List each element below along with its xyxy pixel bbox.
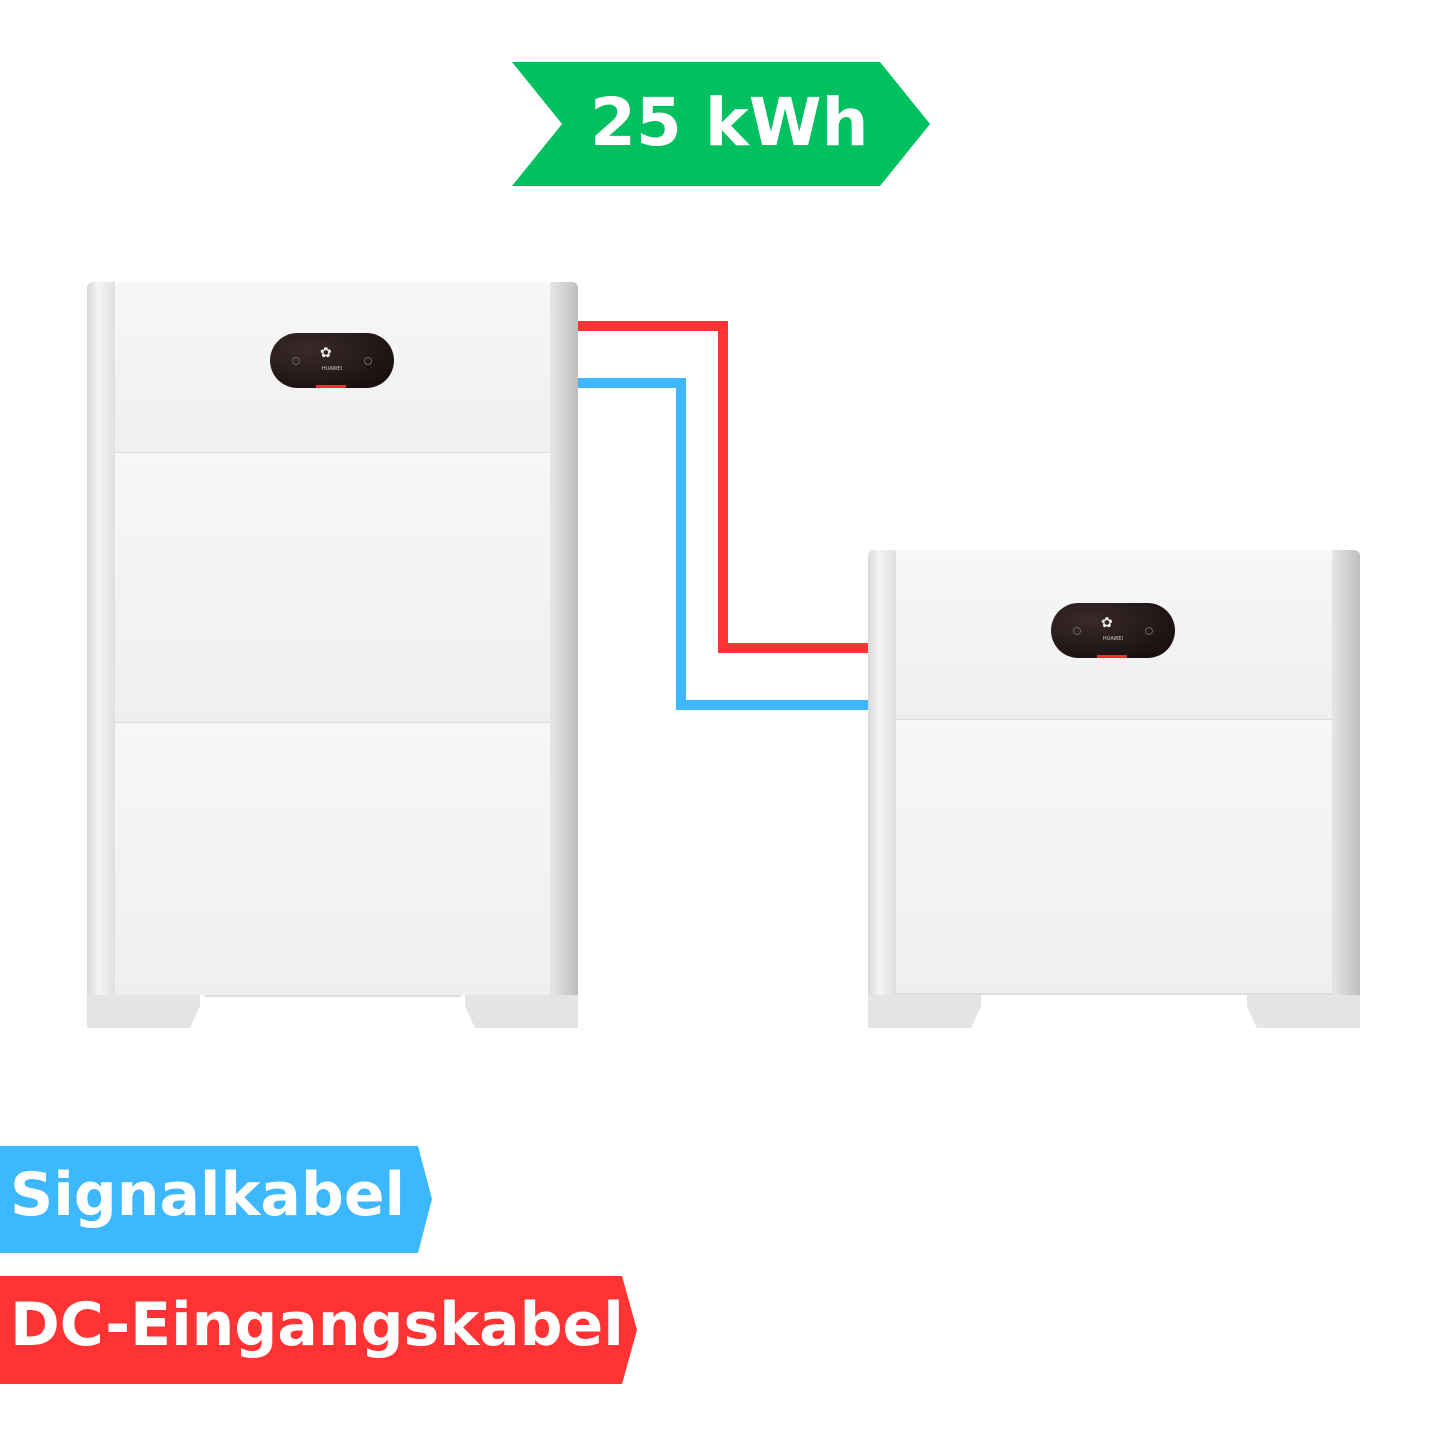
side-rail — [87, 282, 115, 995]
dc-legend-shape — [0, 1276, 637, 1384]
signal-legend-shape — [0, 1146, 432, 1253]
dc-input-cable — [578, 321, 868, 653]
brand-label: HUAWEI — [1102, 636, 1124, 642]
status-led — [316, 385, 346, 388]
capacity-badge-shape — [512, 62, 930, 186]
status-indicator-icon — [1145, 627, 1153, 635]
status-led — [1097, 655, 1127, 658]
side-rail — [868, 550, 896, 995]
brand-label: HUAWEI — [321, 366, 343, 372]
power-indicator-icon — [1073, 627, 1081, 635]
side-rail — [1332, 550, 1360, 995]
huawei-logo-icon: ✿ — [1101, 615, 1113, 631]
battery-stack-left: ✿ HUAWEI — [87, 282, 578, 1028]
battery-module — [115, 453, 550, 724]
huawei-logo-icon: ✿ — [320, 345, 332, 361]
base-foot — [87, 995, 578, 1028]
status-display: ✿ HUAWEI — [1051, 603, 1175, 658]
signal-cable-legend: Signalkabel — [10, 1160, 406, 1230]
base-foot — [868, 995, 1360, 1028]
battery-module — [896, 720, 1332, 995]
status-indicator-icon — [364, 357, 372, 365]
signal-cable — [578, 378, 868, 710]
dc-cable-legend: DC-Eingangskabel — [10, 1290, 624, 1360]
battery-module — [115, 723, 550, 997]
battery-stack-right: ✿ HUAWEI — [868, 550, 1360, 1028]
side-rail — [550, 282, 578, 995]
power-indicator-icon — [292, 357, 300, 365]
status-display: ✿ HUAWEI — [270, 333, 394, 388]
capacity-label: 25 kWh — [590, 84, 869, 161]
